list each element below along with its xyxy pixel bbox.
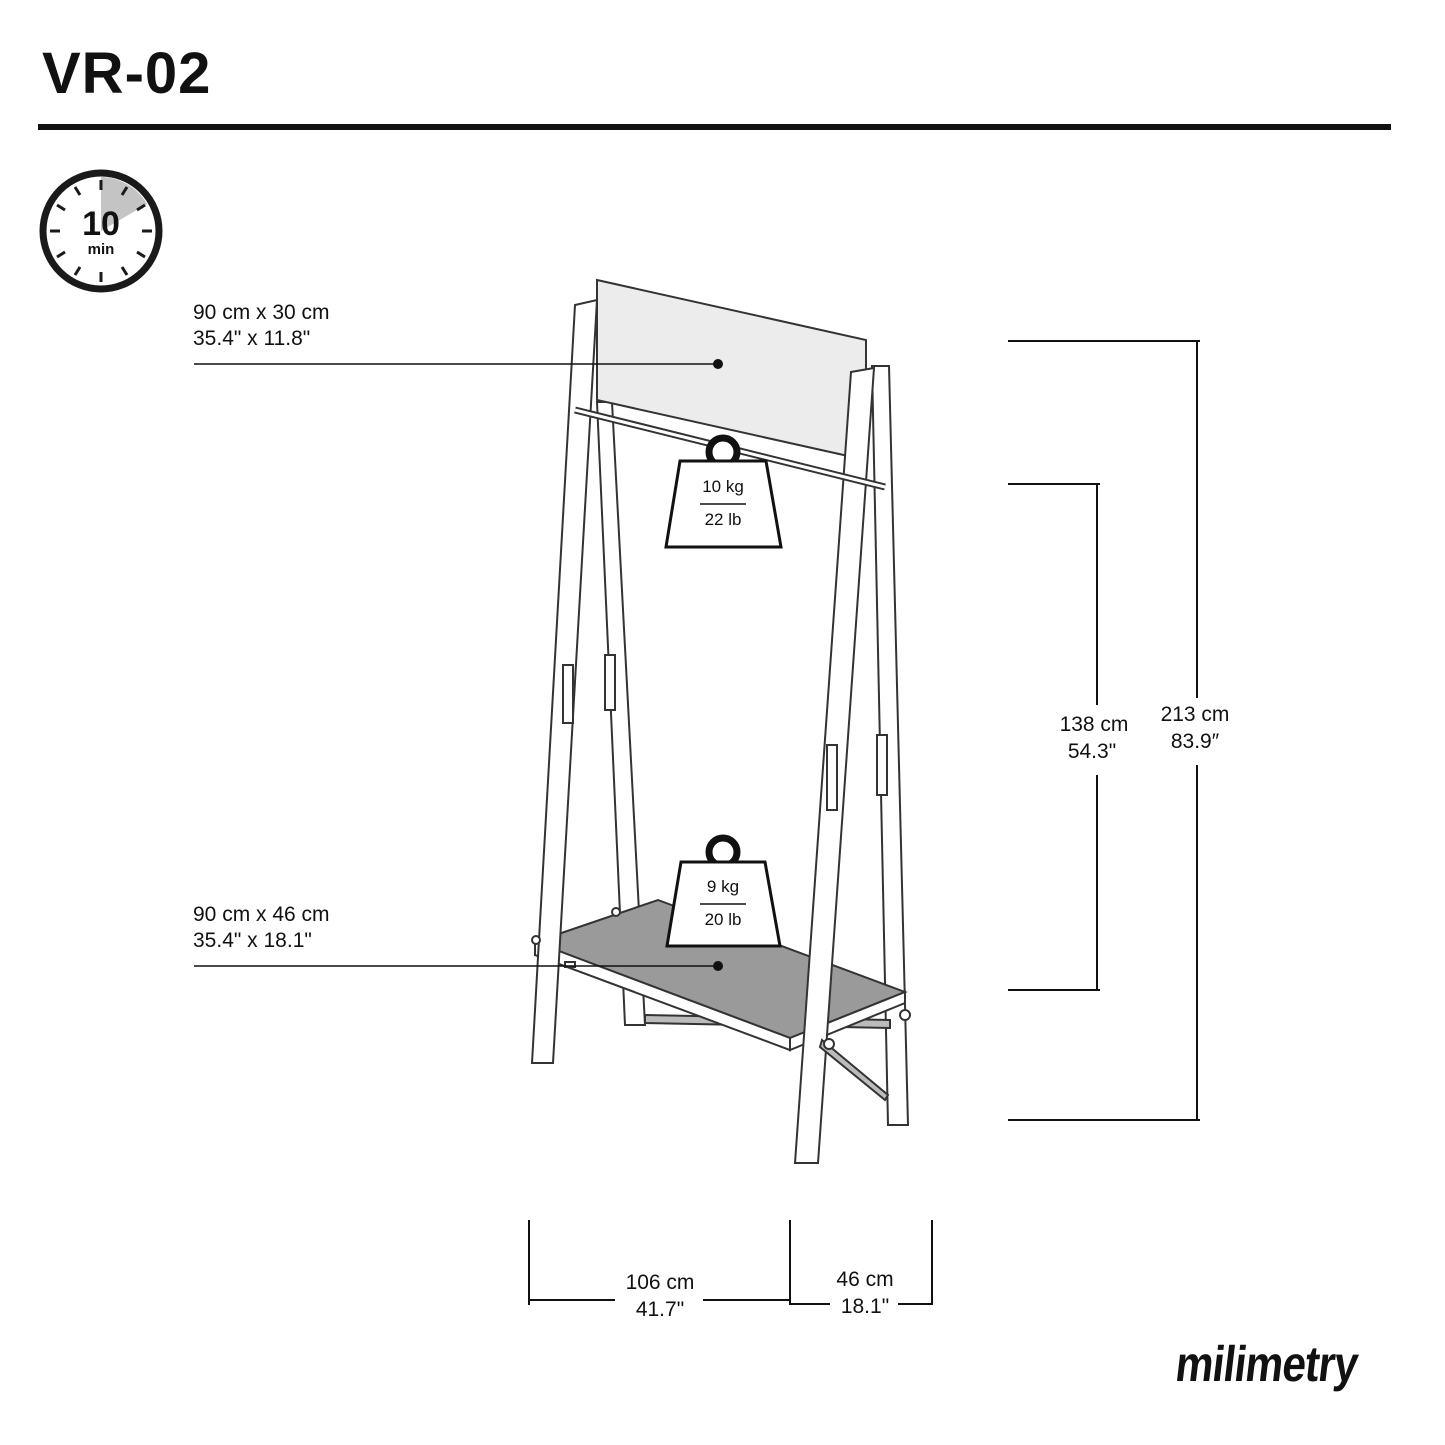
shelf-size-imperial: 35.4" x 18.1" [193,929,312,952]
width-imperial: 41.7" [635,1298,685,1321]
clock-unit: min [88,241,115,258]
rail-height-metric: 138 cm [1059,713,1129,736]
depth-imperial: 18.1" [840,1295,890,1318]
rail-load-imperial: 22 lb [704,510,742,529]
shelf-size-metric: 90 cm x 46 cm [193,903,330,926]
back-right-leg [870,365,910,1126]
top-panel-size-metric: 90 cm x 30 cm [193,301,330,324]
rail-load-metric: 10 kg [702,477,744,496]
top-panel [596,278,867,462]
clock-minutes: 10 [82,205,120,243]
rail-height-imperial: 54.3" [1067,740,1117,763]
clock-icon: 10 min [39,169,163,293]
brand-logo: milimetry [1172,1336,1361,1392]
shelf-load-imperial: 20 lb [704,910,742,929]
total-height-metric: 213 cm [1160,703,1230,726]
shelf-weight-icon [665,834,782,948]
shelf-load-metric: 9 kg [706,877,740,896]
width-metric: 106 cm [625,1271,695,1294]
rail-weight-icon [664,434,783,549]
title-divider [38,124,1391,130]
top-panel-size-imperial: 35.4" x 11.8" [193,327,311,350]
depth-metric: 46 cm [836,1268,894,1291]
total-height-imperial: 83.9″ [1170,730,1220,753]
product-title: VR-02 [42,41,212,106]
